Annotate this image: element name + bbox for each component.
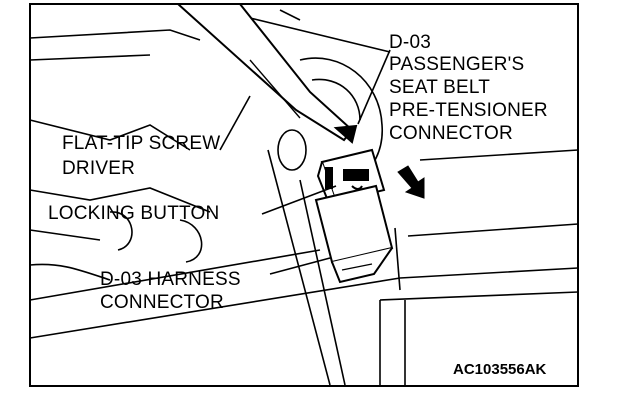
pre-tensioner-label: PRE-TENSIONER (389, 100, 548, 121)
figure-code: AC103556AK (453, 361, 547, 378)
diagram-frame (29, 3, 579, 387)
screwdriver-label-line1: FLAT-TIP SCREW (62, 133, 221, 154)
background-structure (29, 9, 579, 386)
harness-connector-label-line2: CONNECTOR (100, 292, 224, 313)
passenger-label: PASSENGER'S (389, 54, 525, 75)
flat-tip-screwdriver-icon (175, 3, 358, 144)
disconnect-arrow-icon (397, 165, 425, 199)
seat-belt-label: SEAT BELT (389, 77, 491, 98)
leader-lines (219, 49, 391, 275)
harness-connector-icon (314, 184, 394, 284)
locking-button-label: LOCKING BUTTON (48, 203, 220, 224)
connector-label: CONNECTOR (389, 123, 513, 144)
screwdriver-label-line2: DRIVER (62, 158, 135, 179)
passenger-connector-code-label: D-03 (389, 32, 431, 53)
harness-connector-label-line1: D-03 HARNESS (100, 269, 241, 290)
